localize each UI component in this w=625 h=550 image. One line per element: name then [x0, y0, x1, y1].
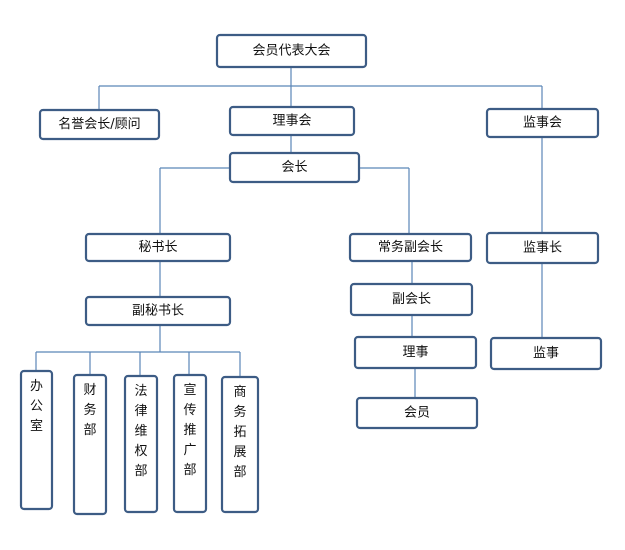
- node-chief-supervisor-label: 监事长: [523, 241, 562, 256]
- node-director: 理事: [353, 335, 478, 370]
- node-deputy-secretary-general: 副秘书长: [84, 295, 232, 327]
- node-council-label: 理事会: [272, 114, 311, 129]
- node-president: 会长: [228, 151, 361, 184]
- department-2: 财务部: [72, 373, 108, 516]
- node-vice-president: 副会长: [349, 282, 474, 317]
- node-member-label: 会员: [404, 406, 430, 421]
- department-5: 商务拓展部: [220, 375, 260, 514]
- node-executive-vp-label: 常务副会长: [378, 239, 443, 255]
- department-5-label: 商务拓展部: [233, 385, 246, 480]
- node-secretary-general-label: 秘书长: [138, 240, 177, 255]
- department-4-label: 宣传推广部: [183, 382, 196, 478]
- node-council: 理事会: [228, 105, 356, 137]
- department-1-label: 办公室: [30, 379, 43, 434]
- node-member: 会员: [355, 396, 479, 430]
- node-deputy-secretary-general-label: 副秘书长: [132, 304, 184, 319]
- node-supervisory-board-label: 监事会: [523, 116, 562, 131]
- node-executive-vp: 常务副会长: [348, 232, 473, 263]
- department-2-label: 财务部: [83, 383, 96, 438]
- department-3: 法律维权部: [123, 374, 159, 514]
- node-honorary: 名誉会长/顾问: [38, 108, 161, 141]
- node-vice-president-label: 副会长: [392, 292, 431, 307]
- node-director-label: 理事: [402, 345, 428, 360]
- node-supervisor-label: 监事: [533, 346, 559, 361]
- connectors: [35, 67, 543, 398]
- node-president-label: 会长: [281, 160, 307, 175]
- department-1: 办公室: [19, 369, 54, 511]
- node-chief-supervisor: 监事长: [485, 231, 600, 265]
- node-assembly: 会员代表大会: [215, 33, 368, 69]
- node-honorary-label: 名誉会长/顾问: [58, 116, 140, 132]
- node-supervisory-board: 监事会: [485, 107, 600, 139]
- department-4: 宣传推广部: [172, 373, 208, 514]
- node-secretary-general: 秘书长: [84, 232, 232, 263]
- node-supervisor: 监事: [489, 336, 603, 371]
- node-assembly-label: 会员代表大会: [252, 44, 330, 59]
- department-3-label: 法律维权部: [134, 384, 147, 479]
